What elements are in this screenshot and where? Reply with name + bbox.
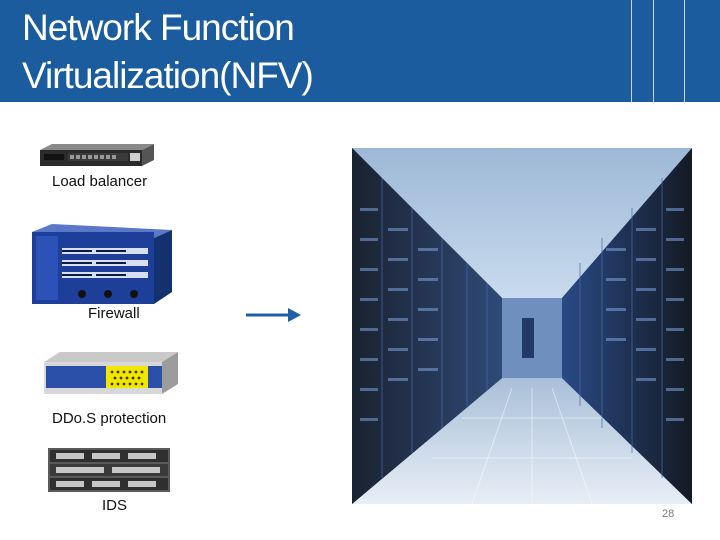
slide-title: Network Function Virtualization(NFV) — [22, 4, 482, 100]
ddos-appliance-icon — [44, 352, 178, 394]
title-bar-divider — [653, 0, 654, 102]
page-number: 28 — [662, 508, 675, 520]
title-bar-divider — [684, 0, 685, 102]
slide-title-line-2: Virtualization(NFV) — [22, 55, 314, 96]
title-bar: Network Function Virtualization(NFV) — [0, 0, 720, 102]
load-balancer-label: Load balancer — [52, 173, 148, 190]
datacenter-server-aisle-photo — [352, 148, 692, 504]
firewall-label: Firewall — [88, 305, 140, 322]
right-arrow-icon — [246, 308, 301, 322]
firewall-appliance-icon — [32, 224, 172, 304]
load-balancer-appliance-icon — [40, 144, 154, 166]
ddos-label: DDo.S protection — [52, 410, 167, 427]
slide-title-line-1: Network Function — [22, 7, 295, 48]
title-bar-divider — [631, 0, 632, 102]
ids-label: IDS — [102, 497, 128, 514]
ids-appliance-icon — [48, 448, 170, 492]
